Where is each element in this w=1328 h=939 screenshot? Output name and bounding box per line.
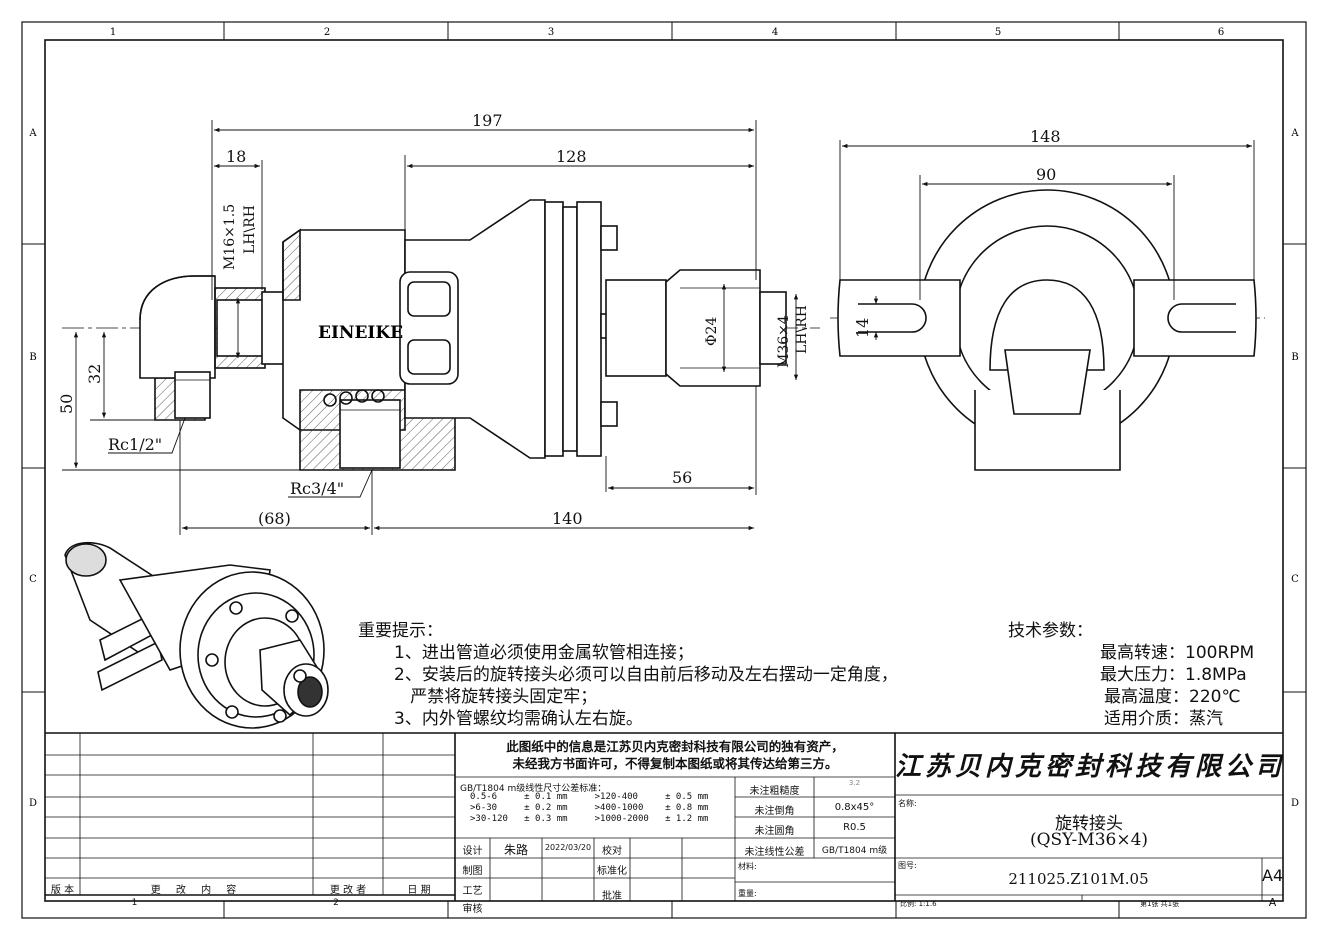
dim-m36-dir: LH\RH <box>794 305 810 354</box>
col-label: 6 <box>1218 27 1224 38</box>
spec-value: R0.5 <box>843 822 866 833</box>
row-label: A <box>1290 128 1299 139</box>
footer-col-label: 1 <box>131 898 138 908</box>
part-name: 旋转接头 <box>1055 814 1123 834</box>
dim-140: 140 <box>552 509 583 528</box>
param-line: 最高转速：100RPM <box>1100 643 1255 663</box>
designer-name: 朱路 <box>503 843 528 857</box>
drawing-no-label: 图号: <box>898 861 917 870</box>
approve-label: 批准 <box>602 891 622 902</box>
spec-label: 未注圆角 <box>754 826 795 837</box>
rev-header: 日 期 <box>407 885 431 896</box>
drawing-number: 211025.Z101M.05 <box>1008 870 1149 888</box>
title-block-grid <box>45 732 1283 901</box>
row-label: D <box>29 798 37 809</box>
spec-label: 未注倒角 <box>754 806 795 817</box>
dim-128: 128 <box>556 147 587 166</box>
param-line: 最高温度：220℃ <box>1104 687 1241 707</box>
design-date: 2022/03/20 <box>544 843 592 852</box>
spec-value: 0.8x45° <box>834 802 875 813</box>
front-dimension-text: 197 18 128 M16×1.5 LH\RH Φ24 M36×4 LH\RH… <box>57 111 810 528</box>
dim-148: 148 <box>1030 127 1061 146</box>
row-label: B <box>1291 352 1298 363</box>
isometric-view <box>64 541 329 729</box>
dim-90: 90 <box>1036 165 1056 184</box>
spec-value: GB/T1804 m级 <box>821 846 888 856</box>
part-model: (QSY-M36×4) <box>1029 830 1149 850</box>
zone-labels: 1 2 3 4 5 6 A B C D A B C D <box>28 27 1299 809</box>
param-line: 适用介质：蒸汽 <box>1104 709 1223 729</box>
check-label: 校对 <box>602 846 622 857</box>
dim-m36: M36×4 <box>776 315 792 368</box>
spec-label: 未注粗糙度 <box>749 786 800 797</box>
brand-engraving: EINEIKE <box>318 323 403 343</box>
outer-border <box>21 21 1307 919</box>
side-dimensions <box>839 140 1255 340</box>
note-line: 1、进出管道必须使用金属软管相连接； <box>394 643 694 663</box>
confidentiality-notice: 此图纸中的信息是江苏贝内克密封科技有限公司的独有资产， 未经我方书面许可，不得复… <box>506 739 844 771</box>
revision-letter: A <box>1268 896 1277 909</box>
spec-label: 未注线性公差 <box>744 847 805 858</box>
note-line: 3、内外管螺纹均需确认左右旋。 <box>394 709 643 729</box>
role-label: 制图 <box>462 866 483 877</box>
zone-ticks <box>22 22 1306 918</box>
spec-value: 3.2 <box>848 779 861 787</box>
rev-header: 更 改 者 <box>329 885 367 896</box>
tolerance-row: 0.5-6 ± 0.1 mm >120-400 ± 0.5 mm <box>470 792 709 802</box>
note-line: 严禁将旋转接头固定牢； <box>394 687 598 707</box>
role-label: 工艺 <box>462 886 483 897</box>
dim-m16: M16×1.5 <box>222 204 238 270</box>
dim-dia24: Φ24 <box>704 317 720 346</box>
dim-197: 197 <box>472 111 503 130</box>
rev-header: 版 本 <box>50 885 75 896</box>
sheet-size: A4 <box>1262 866 1284 885</box>
col-label: 5 <box>995 27 1001 38</box>
important-notes-title: 重要提示： <box>358 621 443 641</box>
role-label: 审核 <box>462 904 483 915</box>
dim-56: 56 <box>672 468 692 487</box>
weight-label: 重量: <box>738 889 757 898</box>
param-line: 最大压力：1.8MPa <box>1100 665 1247 685</box>
dim-rc12: Rc1/2" <box>108 435 162 454</box>
tolerance-row: >6-30 ± 0.2 mm >400-1000 ± 0.8 mm <box>470 803 709 813</box>
tolerance-title: GB/T1804 m级线性尺寸公差标准： <box>460 784 607 794</box>
col-label: 1 <box>110 27 116 38</box>
dim-50: 50 <box>57 394 76 414</box>
company-name: 江苏贝内克密封科技有限公司 <box>895 752 1286 782</box>
row-label: A <box>28 128 37 139</box>
rev-header: 更 改 内 容 <box>150 885 243 896</box>
col-label: 3 <box>548 27 554 38</box>
dim-m16-dir: LH\RH <box>242 205 258 254</box>
note-line: 2、安装后的旋转接头必须可以自由前后移动及左右摆动一定角度， <box>394 665 898 685</box>
inner-border <box>44 39 1284 902</box>
tech-params-title: 技术参数： <box>1008 621 1093 641</box>
side-dimension-text: 148 90 14 <box>853 127 1061 338</box>
row-label: D <box>1291 798 1299 809</box>
standard-label: 标准化 <box>597 866 627 877</box>
col-label: 2 <box>324 27 330 38</box>
dim-18: 18 <box>226 147 246 166</box>
name-label: 名称: <box>898 799 917 808</box>
side-view <box>830 189 1265 471</box>
front-view <box>62 199 820 471</box>
material-label: 材料: <box>738 862 757 871</box>
col-label: 4 <box>772 27 778 38</box>
row-label: B <box>29 352 36 363</box>
tolerance-row: >30-120 ± 0.3 mm >1000-2000 ± 1.2 mm <box>470 814 709 824</box>
row-label: C <box>29 574 37 585</box>
scale: 比例: 1:1.6 <box>900 900 937 908</box>
dim-14: 14 <box>853 318 872 338</box>
front-dimensions <box>62 120 799 535</box>
footer-col-label: 2 <box>333 898 339 908</box>
role-label: 设计 <box>462 846 483 857</box>
dim-68: (68) <box>258 509 291 528</box>
row-label: C <box>1291 574 1299 585</box>
dim-32: 32 <box>85 364 104 384</box>
dim-rc34: Rc3/4" <box>290 479 344 498</box>
sheet-count: 第1张 共1张 <box>1140 900 1180 908</box>
